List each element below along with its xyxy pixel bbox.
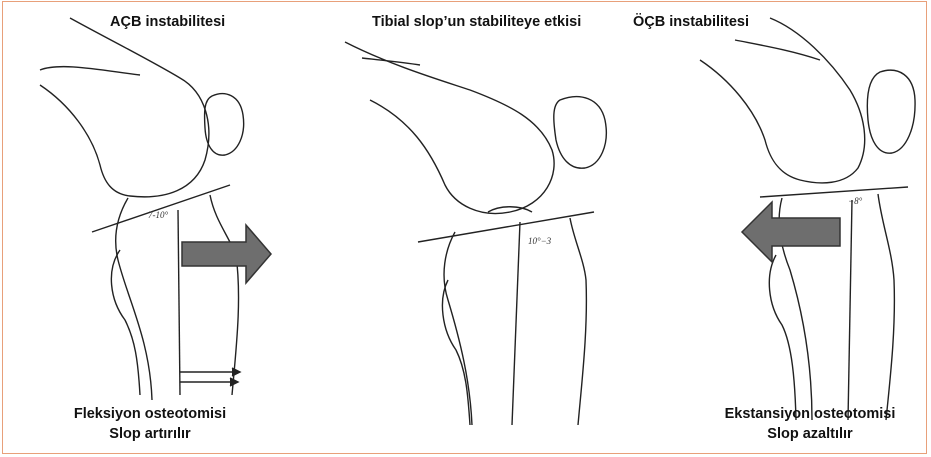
panel-3-femur [700,18,865,183]
panel-1-patella [205,94,244,156]
panel-1-axis-line [178,210,180,395]
panel-1-title: AÇB instabilitesi [110,14,225,30]
panel-2-femur-outline [362,58,420,65]
panel-3-title: ÖÇB instabilitesi [633,14,749,30]
panel-3-caption-line1: Ekstansiyon osteotomisi [700,406,920,422]
panel-3-tibia-front [878,194,894,420]
panel-1-femur-outline [40,67,140,75]
panel-3-fibula [769,255,796,420]
panel-2-patella [554,97,607,169]
panel-1-caption-line1: Fleksiyon osteotomisi [40,406,260,422]
panel-1-caption-line2: Slop artırılır [40,426,260,442]
panel-1-drawing [40,18,244,400]
panel-1-tibia-front [210,195,239,395]
panel-2-femur [345,42,554,213]
panel-3-slope-line [760,187,908,197]
panel-1-fibula [111,250,140,395]
panel-3-angle-label: −8° [848,196,863,206]
panel-1-tibia [116,198,152,400]
panel-3-big-arrow [742,202,840,262]
panel-1-small-arrow-1-head [232,368,240,376]
panel-1-angle-label: 7-10° [148,210,168,220]
panel-1-femur [40,18,209,197]
panel-2-fibula [442,280,470,425]
panel-2-angle-label: 10°−3 [528,236,552,246]
panel-2-title: Tibial slop’un stabiliteye etkisi [372,14,581,30]
panel-3-caption-line2: Slop azaltılır [700,426,920,442]
panel-2-axis-line [512,222,520,425]
panel-1-slope-line [92,185,230,232]
panel-2-tibia-front [570,218,586,425]
panel-3-patella [867,70,915,153]
panel-3-axis-line [848,200,852,420]
panel-3-femur-outline [735,40,820,60]
panel-1-big-arrow [182,225,271,283]
panel-2-slope-line [418,212,594,242]
panel-2-drawing [345,42,606,425]
